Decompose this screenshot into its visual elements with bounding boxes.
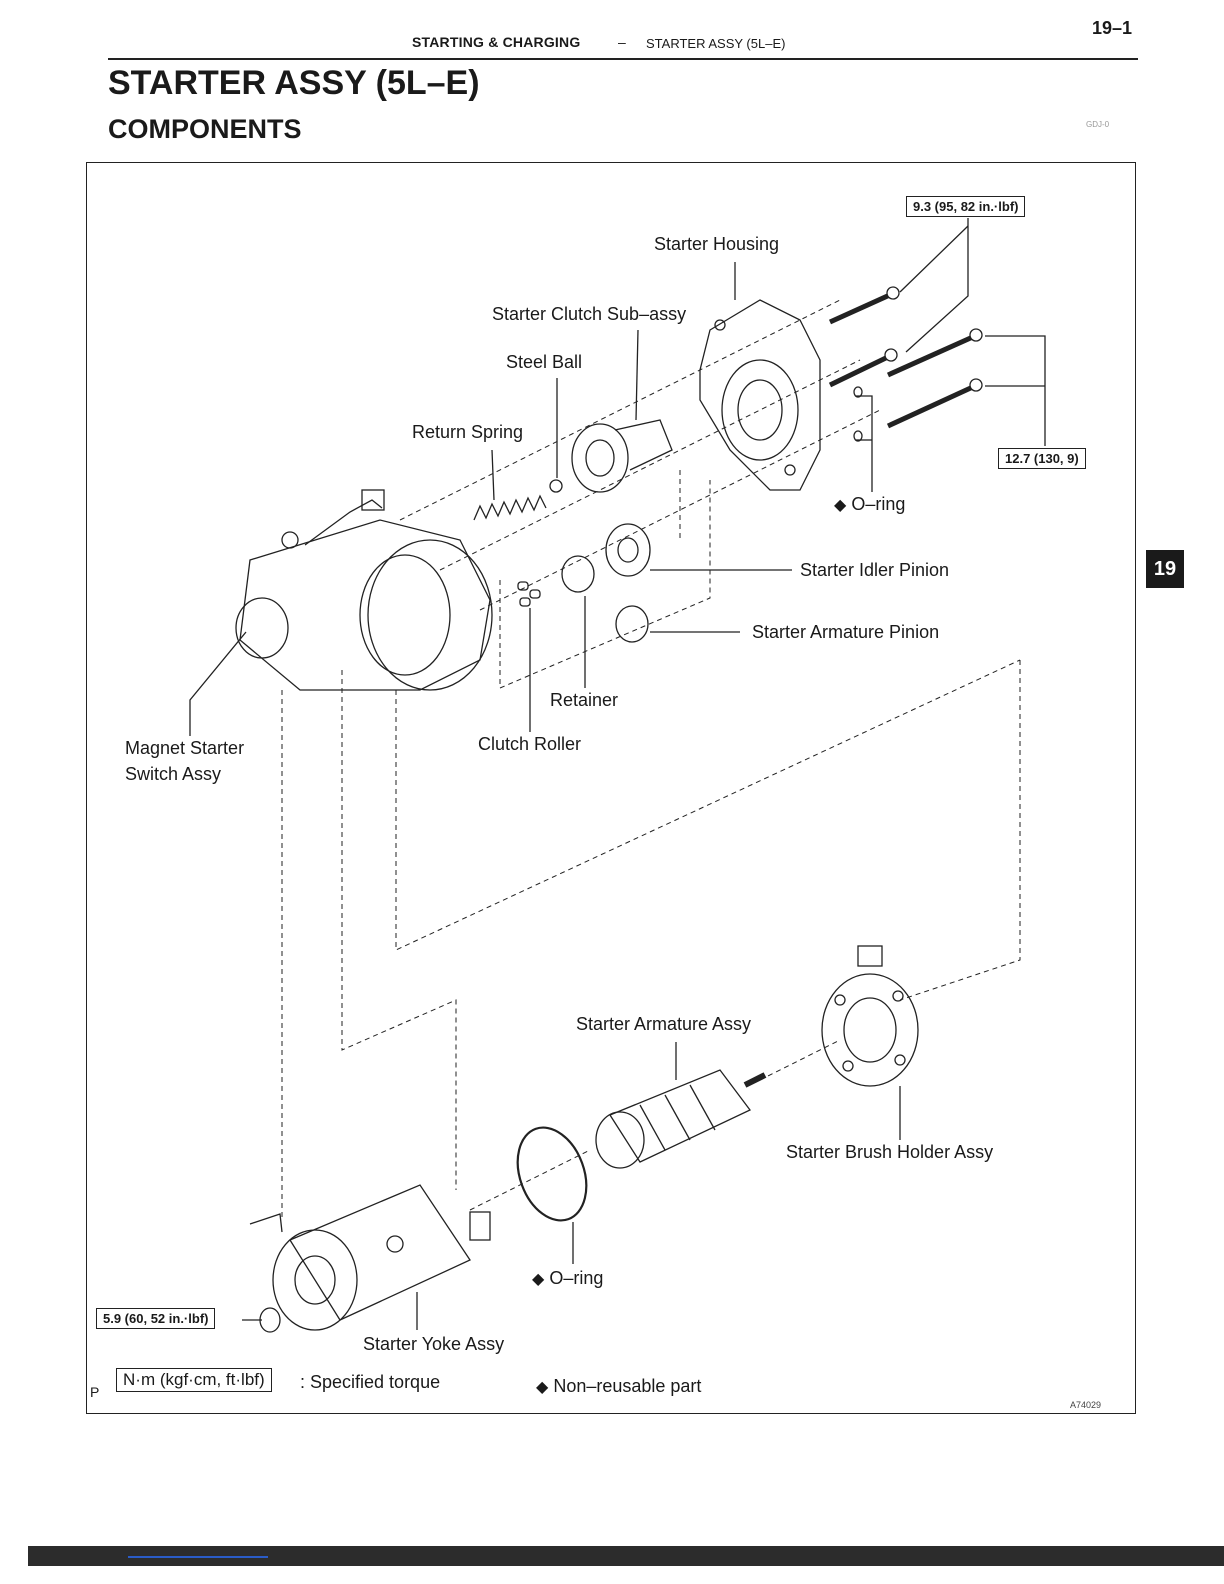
yoke-o-ring-drawing [516,1126,588,1222]
label-brush-holder: Starter Brush Holder Assy [786,1142,994,1162]
brush-holder-drawing [821,945,919,1087]
starter-housing-drawing [699,299,821,491]
page-title: STARTER ASSY (5L–E) [108,64,480,102]
label-o-ring-bottom: ◆ O–ring [532,1268,603,1290]
header-subsection: STARTER ASSY (5L–E) [646,36,786,51]
label-retainer: Retainer [550,690,619,710]
label-idler-pinion: Starter Idler Pinion [800,560,950,580]
label-magnet-switch-line2: Switch Assy [125,764,222,784]
leader-lines [189,218,1046,1330]
legend-non-reusable-text: Non–reusable part [553,1376,702,1396]
legend-non-reusable: ◆ Non–reusable part [536,1376,701,1397]
diagram-frame [86,162,1136,1414]
torque-yoke-nut: 5.9 (60, 52 in.·lbf) [96,1308,216,1329]
non-reusable-diamond-icon: ◆ [834,497,847,514]
armature-drawing [595,1069,767,1169]
header-separator: – [618,34,626,50]
retainer-drawing [561,555,595,593]
idler-pinion-drawing [605,523,651,577]
clutch-roller-drawing [517,581,541,607]
o-ring-top-text: O–ring [851,494,906,514]
p-mark: P [90,1384,100,1400]
page-subtitle: COMPONENTS [108,114,302,144]
label-steel-ball: Steel Ball [506,352,583,372]
label-armature-assy: Starter Armature Assy [576,1014,752,1034]
non-reusable-diamond-icon: ◆ [532,1271,545,1288]
steel-ball-drawing [549,479,563,493]
housing-bolts [828,286,983,442]
label-magnet-switch-line1: Magnet Starter [125,738,245,758]
armature-pinion-drawing [615,605,649,643]
label-o-ring-top: ◆ O–ring [834,494,905,516]
scan-bottom-band [28,1546,1224,1566]
scan-link-mark [128,1556,268,1558]
label-starter-housing: Starter Housing [654,234,780,254]
legend-torque-unit: N·m (kgf·cm, ft·lbf) [116,1368,272,1392]
non-reusable-diamond-icon: ◆ [536,1379,549,1396]
header-section: STARTING & CHARGING [412,34,581,50]
torque-through-bolt: 12.7 (130, 9) [998,448,1086,469]
label-clutch-roller: Clutch Roller [478,734,582,754]
reference-code: GDJ-0 [1086,120,1110,129]
header-rule [108,58,1138,60]
page-number: 19–1 [1092,18,1133,38]
starter-clutch-drawing [571,419,673,493]
figure-code: A74029 [1070,1400,1102,1410]
alignment-lines [281,299,1021,1220]
legend-torque-desc: : Specified torque [300,1372,441,1392]
return-spring-drawing [473,494,547,521]
label-armature-pinion: Starter Armature Pinion [752,622,940,642]
section-tab-marker[interactable]: 19 [1146,550,1184,588]
torque-housing-bolt: 9.3 (95, 82 in.·lbf) [906,196,1026,217]
magnet-switch-drawing [235,489,493,691]
label-return-spring: Return Spring [412,422,524,442]
yoke-drawing [249,1184,491,1333]
o-ring-bottom-text: O–ring [549,1268,604,1288]
label-yoke-assy: Starter Yoke Assy [363,1334,505,1354]
label-starter-clutch: Starter Clutch Sub–assy [492,304,687,324]
